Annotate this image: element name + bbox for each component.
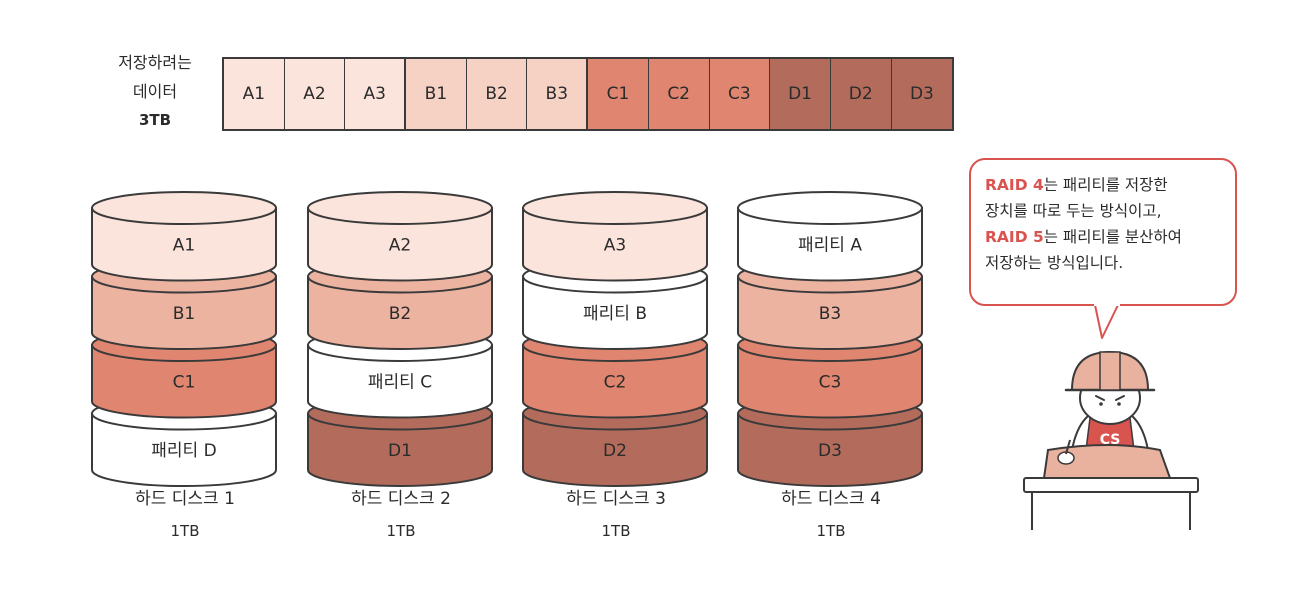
disk-layer-label: A1 [173, 235, 195, 255]
disk-4-layer-1: 패리티 A [737, 191, 923, 282]
mascot-illustration: CS [1023, 300, 1199, 530]
mascot-badge: CS [1100, 432, 1121, 448]
disk-layer-label: B2 [389, 304, 411, 324]
data-block-b3: B3 [527, 59, 589, 129]
blueprint [1042, 444, 1172, 479]
disk-1-name: 하드 디스크 1 [135, 489, 235, 509]
disk-2-name: 하드 디스크 2 [351, 489, 451, 509]
disk-2-layer-1: A2 [307, 191, 493, 282]
disk-layer-label: D3 [818, 441, 842, 461]
disk-layer-label: B3 [819, 304, 841, 324]
data-block-c1: C1 [588, 59, 649, 129]
disk-layer-label: C1 [173, 372, 196, 392]
disk-3-name: 하드 디스크 3 [566, 489, 666, 509]
raid4-text-1: 는 패리티를 저장한 [1043, 176, 1168, 194]
raid4-highlight: RAID 4 [985, 176, 1044, 194]
speech-bubble: RAID 4는 패리티를 저장한 장치를 따로 두는 방식이고, RAID 5는… [969, 158, 1237, 306]
data-block-d2: D2 [830, 59, 892, 129]
disk-1-size: 1TB [170, 522, 200, 540]
disk-layer-label: 패리티 C [368, 372, 432, 392]
disk-3: D2 C2 패리티 B A3 [522, 191, 708, 487]
disk-layer-label: C3 [819, 372, 842, 392]
disk-layer-label: A3 [604, 235, 626, 255]
data-block-d3: D3 [891, 59, 953, 129]
disk-1-layer-1: A1 [91, 191, 277, 282]
data-block-a1: A1 [224, 59, 285, 129]
disk-layer-label: B1 [173, 304, 195, 324]
disk-layer-label: D2 [603, 441, 627, 461]
disk-layer-label: 패리티 D [151, 441, 216, 461]
disk-2: D1 패리티 C B2 A2 [307, 191, 493, 487]
disk-layer-label: A2 [389, 235, 411, 255]
disk-4-size: 1TB [816, 522, 846, 540]
disk-layer-label: C2 [604, 372, 627, 392]
data-label-line1: 저장하려는 [118, 53, 192, 72]
data-block-d1: D1 [770, 59, 831, 129]
disk-1: 패리티 D C1 B1 A1 [91, 191, 277, 487]
data-label: 저장하려는 데이터 3TB [96, 48, 214, 135]
disk-4: D3 C3 B3 패리티 A [737, 191, 923, 487]
disk-4-name: 하드 디스크 4 [781, 489, 881, 509]
disk-layer-label: D1 [388, 441, 412, 461]
disk-3-size: 1TB [601, 522, 631, 540]
data-block-a3: A3 [345, 59, 407, 129]
raid5-text-1: 는 패리티를 분산하여 [1043, 228, 1182, 246]
disk-3-layer-1: A3 [522, 191, 708, 282]
data-block-c3: C3 [709, 59, 771, 129]
data-size: 3TB [138, 111, 172, 129]
raid5-highlight: RAID 5 [985, 228, 1044, 246]
bubble-tail [1094, 304, 1119, 339]
raid5-text-2: 저장하는 방식입니다. [985, 254, 1124, 272]
disk-layer-label: 패리티 A [798, 235, 862, 255]
disk-2-size: 1TB [386, 522, 416, 540]
data-block-b1: B1 [406, 59, 467, 129]
data-block-c2: C2 [648, 59, 710, 129]
disk-layer-label: 패리티 B [583, 304, 647, 324]
data-block-a2: A2 [284, 59, 346, 129]
data-label-line2: 데이터 [132, 82, 178, 101]
raid4-text-2: 장치를 따로 두는 방식이고, [985, 202, 1162, 220]
data-block-b2: B2 [466, 59, 528, 129]
